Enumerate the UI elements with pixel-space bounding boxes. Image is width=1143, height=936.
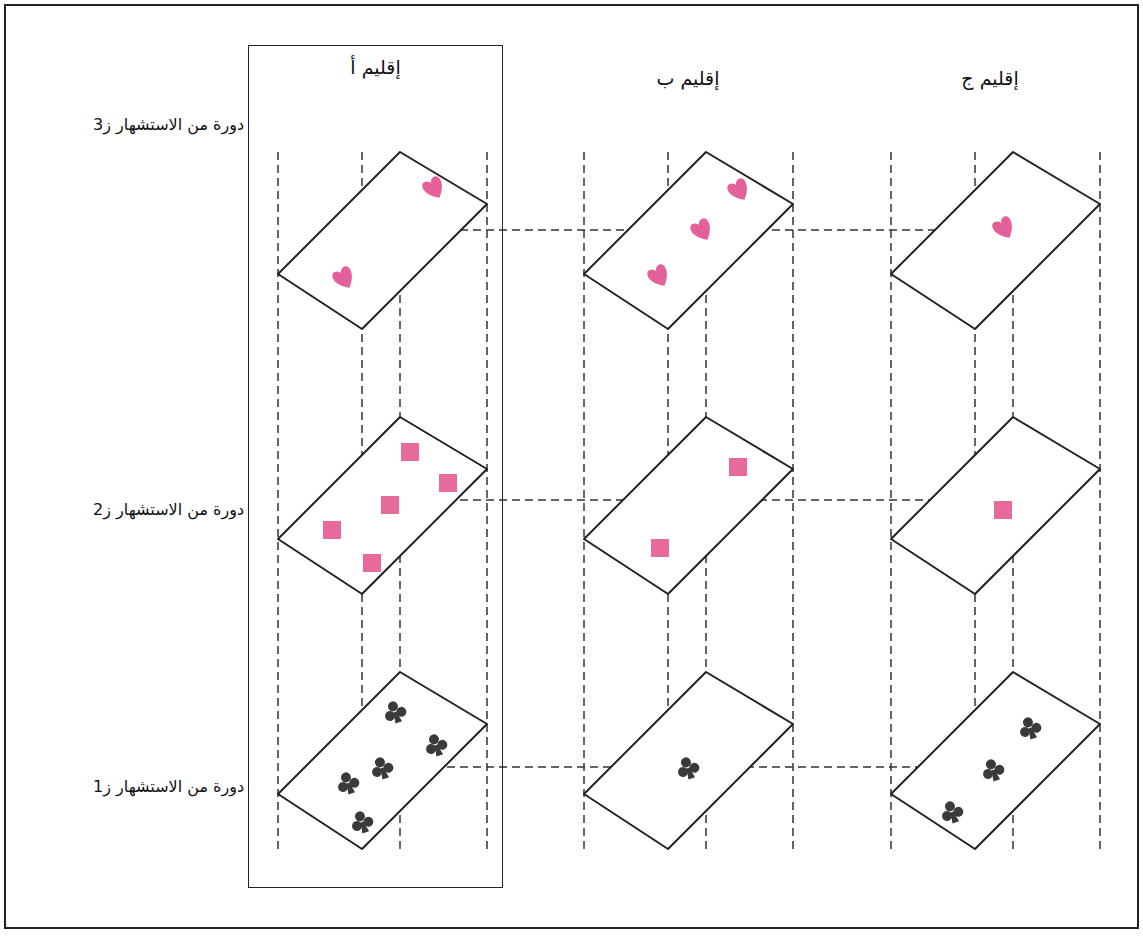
card-outline xyxy=(278,672,487,849)
club-symbol xyxy=(334,769,362,797)
square-symbol xyxy=(323,521,341,539)
card-outline xyxy=(891,152,1100,329)
card-outline xyxy=(891,417,1100,594)
dashed-line xyxy=(1099,152,1101,849)
club-symbol xyxy=(368,754,396,782)
card-outline xyxy=(584,672,793,849)
card-outline xyxy=(891,672,1100,849)
card xyxy=(584,152,793,329)
card-outline xyxy=(278,417,487,594)
cycle-label: دورة من الاستشهار ز3 xyxy=(93,115,244,134)
heart-symbol xyxy=(646,263,673,291)
region-heading: إقليم ب xyxy=(657,67,720,89)
card xyxy=(278,417,487,594)
guide-lines xyxy=(278,152,1100,849)
card xyxy=(891,417,1100,594)
card-outline xyxy=(584,417,793,594)
region-heading: إقليم ج xyxy=(961,67,1018,89)
square-symbol xyxy=(994,501,1012,519)
region-heading: إقليم أ xyxy=(249,46,502,78)
heart-symbol xyxy=(991,215,1018,243)
club-symbol xyxy=(674,754,702,782)
heart-symbol xyxy=(726,177,753,205)
club-symbol xyxy=(938,798,966,826)
club-symbol xyxy=(348,808,376,836)
square-symbol xyxy=(381,496,399,514)
card-outline xyxy=(278,152,487,329)
card xyxy=(584,672,793,849)
club-symbol xyxy=(381,698,409,726)
square-symbol xyxy=(729,458,747,476)
card xyxy=(278,152,487,329)
card xyxy=(584,417,793,594)
frame xyxy=(5,5,1138,928)
square-symbol xyxy=(363,554,381,572)
card xyxy=(891,672,1100,849)
square-symbol xyxy=(439,474,457,492)
heart-symbol xyxy=(331,265,358,293)
club-symbol xyxy=(979,756,1007,784)
square-symbol xyxy=(651,539,669,557)
cycle-label: دورة من الاستشهار ز2 xyxy=(93,500,244,519)
region-box: إقليم أ xyxy=(248,45,503,888)
club-symbol xyxy=(422,731,450,759)
club-symbol xyxy=(1016,714,1044,742)
square-symbol xyxy=(401,443,419,461)
card xyxy=(891,152,1100,329)
cycle-label: دورة من الاستشهار ز1 xyxy=(93,777,244,796)
heart-symbol xyxy=(689,217,716,245)
heart-symbol xyxy=(421,175,448,203)
dashed-line xyxy=(277,152,279,849)
card xyxy=(278,672,487,849)
card-outline xyxy=(584,152,793,329)
